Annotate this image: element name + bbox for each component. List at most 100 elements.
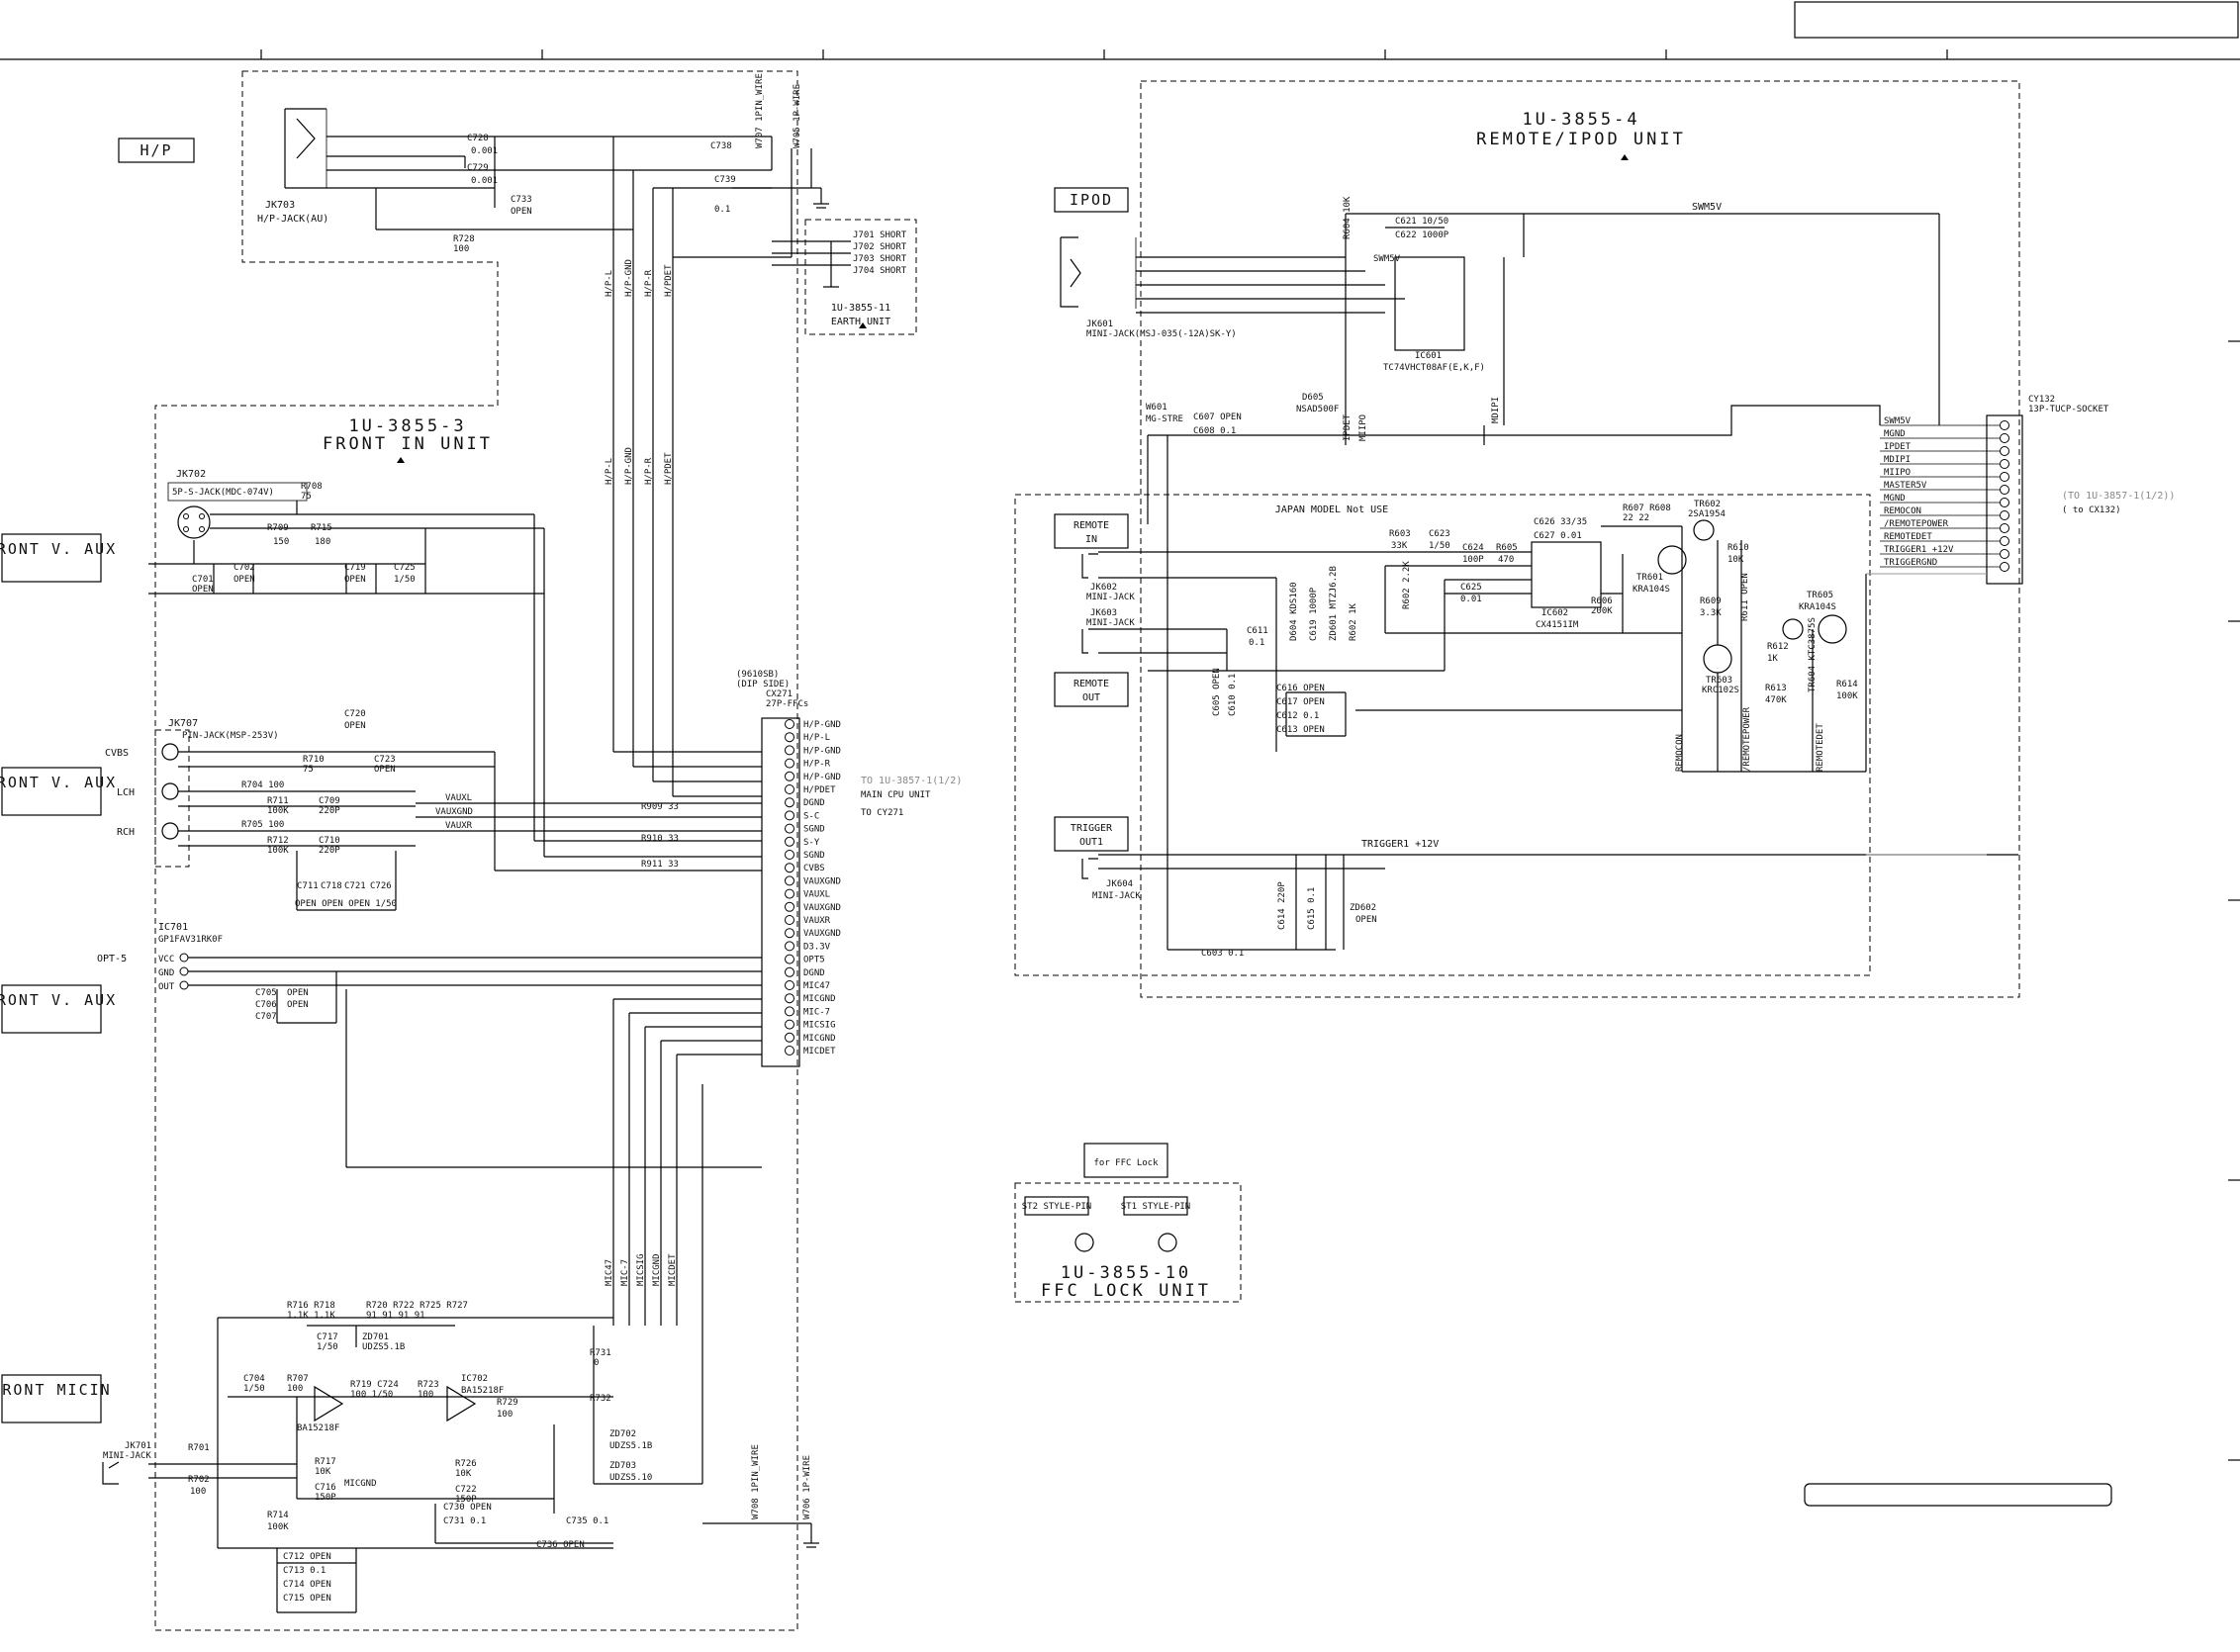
miipo-vertical-label: MIIPO <box>1358 414 1368 441</box>
r720-label: R720 R722 R725 R727 <box>366 1301 468 1311</box>
cx271-pin-label: MIC47 <box>803 981 830 991</box>
tr601-transistor <box>1657 545 1687 575</box>
r715-value: 180 <box>315 537 330 547</box>
cx271-pin-label: H/P-GND <box>803 746 841 756</box>
remotepower-vertical-label: /REMOTEPOWER <box>1742 706 1752 772</box>
wire-hp-l: H/P-L <box>605 270 614 297</box>
cx271-pin <box>785 1006 794 1017</box>
c614-label: C614 220P <box>1277 881 1287 930</box>
st1-pin-label: ST1 STYLE-PIN <box>1121 1202 1190 1212</box>
r909-label: R909 33 <box>641 802 679 812</box>
cvbs-jack-icon <box>161 743 179 761</box>
cy132-pin <box>2000 433 2009 443</box>
w708-label: W708 1PIN_WIRE <box>751 1444 761 1519</box>
cx271-pin <box>785 875 794 886</box>
c603-label: C603 0.1 <box>1201 949 1244 959</box>
cy132-pin <box>2000 523 2009 533</box>
trigger-net-label: TRIGGER1 +12V <box>1361 839 1439 850</box>
r612-value: 1K <box>1767 654 1778 664</box>
cy132-pin-label: TRIGGERGND <box>1884 558 1937 568</box>
jk604-type: MINI-JACK <box>1092 891 1141 901</box>
c719-label: C719 <box>344 563 366 573</box>
lch-jack-icon <box>161 782 179 800</box>
cx271-pin-label: VAUXGND <box>803 903 841 913</box>
c607-label: C607 OPEN <box>1193 413 1242 422</box>
side-label-box-4 <box>1 1374 102 1423</box>
c702-label: C702 <box>233 563 255 573</box>
ic701-pin-gnd: GND <box>158 968 174 978</box>
remote-in-box <box>1054 513 1129 549</box>
w705-label: W705 1P-WIRE <box>793 84 802 148</box>
r731-value: 0 <box>594 1358 599 1368</box>
r708-value: 75 <box>301 492 312 502</box>
wire-hp-gnd: H/P-GND <box>624 259 634 297</box>
cx271-pin-label: H/P-GND <box>803 720 841 730</box>
c717-value: 1/50 <box>317 1342 338 1352</box>
earth-unit-code: 1U-3855-11 <box>831 303 890 314</box>
cx271-pin <box>785 719 794 729</box>
ffc-lock-outline <box>1014 1182 1242 1303</box>
japan-model-outline <box>1014 494 1871 976</box>
side-label-front-vaux-2: FRONT V. AUX <box>0 774 117 791</box>
c739-value: 0.1 <box>714 205 730 215</box>
cy132-pin <box>2000 446 2009 456</box>
micgnd-label: MICGND <box>344 1479 377 1489</box>
jk707-type: PIN-JACK(MSP-253V) <box>182 731 279 741</box>
r710-label: R710 <box>303 755 325 765</box>
c615-label: C615 0.1 <box>1307 887 1317 930</box>
r707-value: 100 <box>287 1384 303 1394</box>
cx271-pin <box>785 836 794 847</box>
r603-label: R603 <box>1389 529 1411 539</box>
cx271-ref: CX271 <box>766 689 793 699</box>
swm5v-small: SWM5V <box>1373 254 1401 264</box>
cy132-pin-label: MIIPO <box>1884 468 1911 478</box>
vaux-label-r: VAUXR <box>445 821 473 831</box>
c616-label: C616 OPEN <box>1276 684 1325 693</box>
jk603-ref: JK603 <box>1090 608 1117 618</box>
jk604-symbol <box>1081 858 1098 879</box>
r719-label: R719 C724 <box>350 1380 399 1390</box>
mic-wire-7: MIC-7 <box>620 1259 630 1286</box>
cx271-pin-label: DGND <box>803 968 825 978</box>
c623-value: 1/50 <box>1429 541 1450 551</box>
cy132-pin <box>2000 549 2009 559</box>
r607-value: 22 22 <box>1623 513 1649 523</box>
w706-label: W706 1P-WIRE <box>802 1455 812 1519</box>
r709-value: 150 <box>273 537 289 547</box>
mic-wire-47: MIC47 <box>605 1259 614 1286</box>
c715-label: C715 OPEN <box>283 1594 331 1604</box>
cx271-pin-label: OPT5 <box>803 956 825 965</box>
r711-value: 100K <box>267 806 289 816</box>
c725-value: 1/50 <box>394 575 416 585</box>
hp-label: H/P <box>140 141 172 159</box>
zd701-value: UDZS5.1B <box>362 1342 405 1352</box>
ic702-part: BA15218F <box>461 1386 504 1396</box>
tr601-label: TR601 <box>1636 573 1663 583</box>
side-label-box-3 <box>1 984 102 1034</box>
hp-jack-type: H/P-JACK(AU) <box>257 214 328 225</box>
cx271-pin-label: S-Y <box>803 838 820 848</box>
cx271-pin <box>785 1032 794 1043</box>
to-note-front-2: MAIN CPU UNIT <box>861 790 931 800</box>
ipod-label: IPOD <box>1070 191 1113 209</box>
c704-value: 1/50 <box>243 1384 265 1394</box>
japan-model-note: JAPAN MODEL Not USE <box>1275 505 1388 515</box>
c621-label: C621 10/50 <box>1395 217 1448 227</box>
title-block-box <box>1794 1 2239 39</box>
cx271-pin <box>785 941 794 952</box>
wire-hp-r: H/P-R <box>644 269 654 297</box>
r702-label: R702 <box>188 1475 210 1485</box>
trigger-box <box>1054 816 1129 852</box>
ic702b-opamp-symbol <box>446 1385 477 1423</box>
ic601-part: TC74VHCT08AF(E,K,F) <box>1383 363 1485 373</box>
cx271-type: 27P-FFCs <box>766 699 808 709</box>
earth-short-j702: J702 SHORT <box>853 242 907 252</box>
remote-unit-code: 1U-3855-4 <box>1522 110 1639 130</box>
c709-value: 220P <box>319 806 340 816</box>
to-note-front: TO 1U-3857-1(1/2) <box>861 776 962 786</box>
jk603-symbol <box>1081 628 1098 654</box>
tr601-value: KRA104S <box>1633 585 1670 595</box>
r702-value: 100 <box>190 1487 206 1497</box>
wire-hp-det: H/PDET <box>664 264 674 297</box>
ic702-ref: IC702 <box>461 1374 488 1384</box>
